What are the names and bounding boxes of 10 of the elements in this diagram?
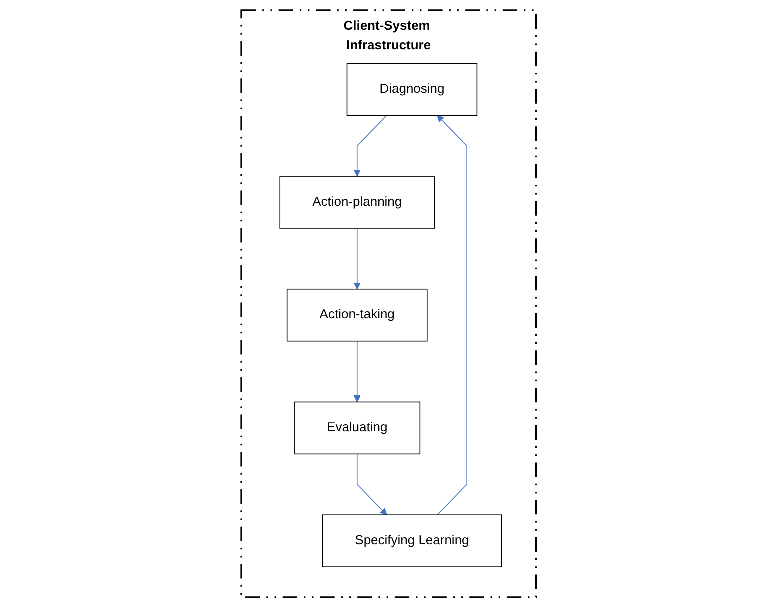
arrow [353, 340, 361, 402]
node-box: Action-planning [279, 176, 435, 228]
arrow [353, 228, 361, 290]
arrow [436, 114, 468, 515]
node-box: Diagnosing [346, 62, 478, 116]
node-box: Specifying Learning [322, 514, 502, 567]
arrow [356, 453, 387, 515]
node-box: Evaluating [294, 401, 420, 454]
node-box: Action-taking [286, 288, 428, 342]
arrow [353, 114, 387, 176]
